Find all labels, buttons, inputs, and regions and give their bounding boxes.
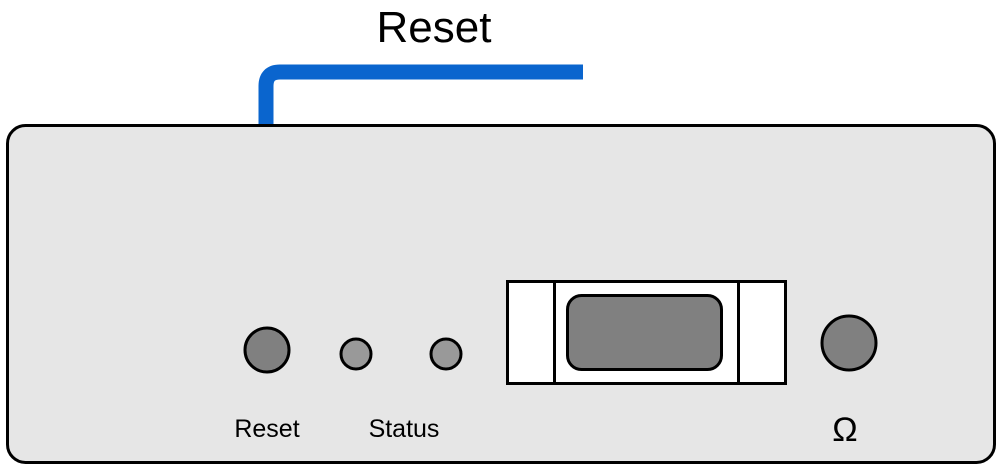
status-led-2 [429,337,463,371]
status-leds-label: Status [369,415,440,443]
status-led-1 [339,337,373,371]
reset-button-label: Reset [234,415,299,443]
reset-button[interactable] [243,326,291,374]
port-contact-block [566,294,723,371]
antenna-connector[interactable] [820,314,878,372]
antenna-connector-label: Ω [832,411,857,449]
callout-title: Reset [377,3,492,52]
ethernet-port[interactable] [506,280,787,385]
reset-callout-line [258,64,583,348]
